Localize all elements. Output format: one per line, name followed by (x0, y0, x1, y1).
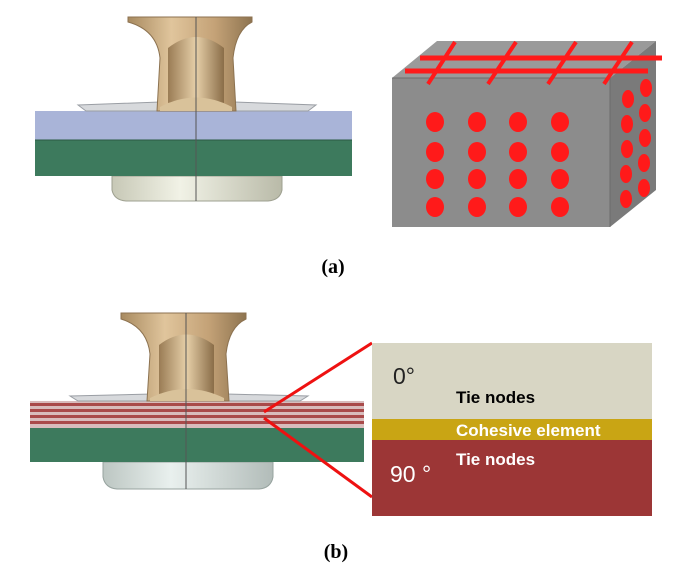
caption-b: (b) (324, 541, 348, 563)
collar-b (102, 461, 274, 490)
shell-section-line (426, 40, 457, 86)
integration-point (551, 169, 569, 189)
integration-point (426, 142, 444, 162)
rivet-assembly-a (35, 16, 352, 202)
integration-point (640, 79, 652, 97)
integration-point (638, 179, 650, 197)
washer-right-a (233, 101, 318, 112)
washer-left-a (76, 101, 161, 112)
integration-point (551, 112, 569, 132)
cohesive-element-label: Cohesive element (456, 421, 601, 440)
caption-a: (a) (321, 256, 344, 278)
integration-point (620, 165, 632, 183)
integration-point (622, 90, 634, 108)
washer-right-b (225, 393, 310, 402)
integration-point (468, 142, 486, 162)
integration-point (621, 140, 633, 158)
integration-point (639, 129, 651, 147)
integration-point (551, 142, 569, 162)
zoom-leader-lines (263, 341, 373, 499)
composite-laminate (30, 401, 364, 428)
block-front-face (392, 78, 610, 227)
top-plate-a (35, 111, 352, 140)
shell-section-line (546, 40, 578, 86)
ply-angle-0-label: 0° (393, 363, 415, 389)
solid-element-block (392, 40, 662, 227)
cohesive-layer (372, 419, 652, 440)
shell-section-lines (405, 40, 662, 86)
front-integration-points (426, 112, 569, 217)
rivet-assembly-b (30, 312, 364, 490)
integration-point (509, 142, 527, 162)
integration-point (509, 169, 527, 189)
ply-90-layer (372, 440, 652, 516)
tie-nodes-top-label: Tie nodes (456, 388, 535, 407)
integration-point (551, 197, 569, 217)
integration-point (509, 197, 527, 217)
integration-point (468, 197, 486, 217)
shell-section-line (602, 40, 634, 86)
integration-point (639, 104, 651, 122)
washer-left-b (68, 393, 153, 402)
tie-nodes-bottom-label: Tie nodes (456, 450, 535, 469)
bottom-plate-a (35, 140, 352, 176)
collar-a (111, 175, 283, 202)
integration-point (426, 197, 444, 217)
integration-point (509, 112, 527, 132)
side-integration-points (620, 79, 652, 208)
ply-angle-90-label: 90 ° (390, 461, 431, 487)
integration-point (426, 169, 444, 189)
zoom-detail-panel: 0° Tie nodes Cohesive element Tie nodes … (372, 343, 652, 516)
integration-point (468, 169, 486, 189)
shell-section-line (486, 40, 518, 86)
integration-point (426, 112, 444, 132)
ply-0-layer (372, 343, 652, 419)
integration-point (620, 190, 632, 208)
integration-point (468, 112, 486, 132)
integration-point (638, 154, 650, 172)
bottom-plate-b (30, 428, 364, 462)
integration-point (621, 115, 633, 133)
